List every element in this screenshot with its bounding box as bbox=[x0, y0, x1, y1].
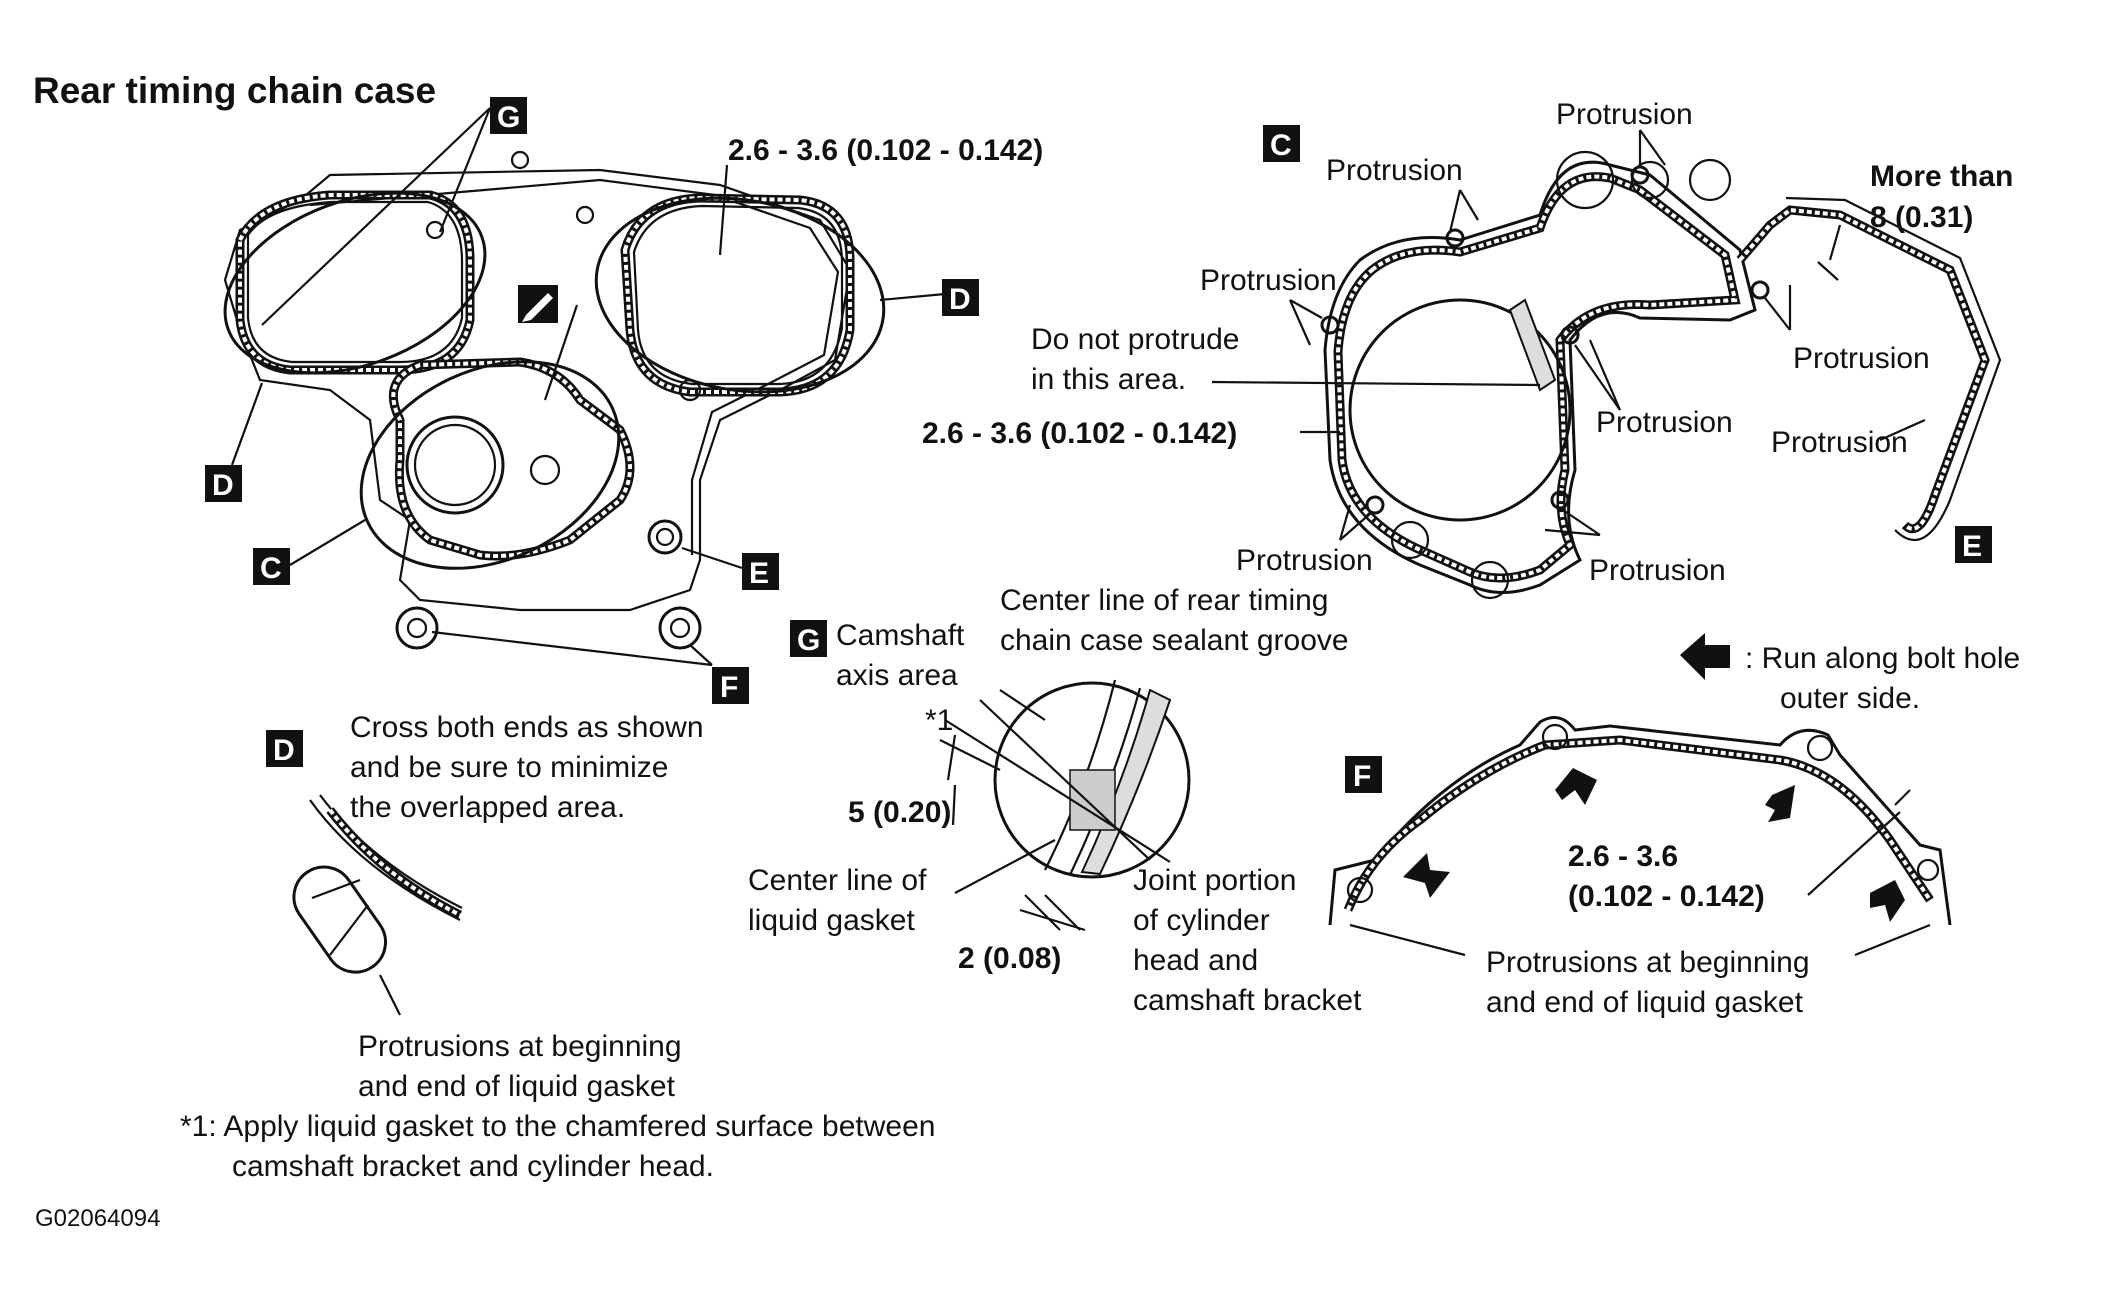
svg-text:F: F bbox=[1353, 760, 1371, 793]
marker-f-left: F bbox=[712, 667, 749, 704]
diagram-title: Rear timing chain case bbox=[33, 70, 436, 111]
g-joint-line-2: of cylinder bbox=[1133, 904, 1270, 937]
d-protrusions-line-1: Protrusions at beginning bbox=[358, 1030, 682, 1063]
c-protrusion-top: Protrusion bbox=[1556, 98, 1693, 131]
dim-f-line-1: 2.6 - 3.6 bbox=[1568, 840, 1678, 873]
footnote-line-2: camshaft bracket and cylinder head. bbox=[232, 1150, 714, 1183]
dim-width-c: 2.6 - 3.6 (0.102 - 0.142) bbox=[922, 417, 1237, 450]
d-note-line-2: and be sure to minimize bbox=[350, 751, 669, 784]
svg-text:E: E bbox=[749, 557, 769, 590]
g-center-line-2: chain case sealant groove bbox=[1000, 624, 1349, 657]
d-note-line-1: Cross both ends as shown bbox=[350, 711, 704, 744]
dim-more-than-line-1: More than bbox=[1870, 160, 2013, 193]
g-liquid-line-2: liquid gasket bbox=[748, 904, 915, 937]
g-star: *1 bbox=[925, 704, 953, 737]
f-protrusions-line-2: and end of liquid gasket bbox=[1486, 986, 1804, 1019]
c-protrusion-bottom-left: Protrusion bbox=[1236, 544, 1373, 577]
marker-e-right: E bbox=[1955, 526, 1992, 563]
footnote-line-1: *1: Apply liquid gasket to the chamfered… bbox=[180, 1110, 935, 1143]
arrow-legend-line-2: outer side. bbox=[1780, 682, 1920, 715]
svg-text:D: D bbox=[949, 283, 971, 316]
svg-text:D: D bbox=[212, 469, 234, 502]
g-joint-line-3: head and bbox=[1133, 944, 1258, 977]
bold-arrow-icon bbox=[1680, 633, 1730, 680]
svg-text:G: G bbox=[497, 101, 520, 134]
f-detail-drawing bbox=[1328, 716, 1952, 957]
d-protrusions-line-2: and end of liquid gasket bbox=[358, 1070, 676, 1103]
g-detail-drawing bbox=[939, 679, 1191, 932]
marker-d-left: D bbox=[205, 465, 242, 502]
g-joint-line-1: Joint portion bbox=[1133, 864, 1296, 897]
do-not-protrude-line-1: Do not protrude bbox=[1031, 323, 1239, 356]
g-axis-line-1: Camshaft bbox=[836, 619, 965, 652]
svg-text:C: C bbox=[260, 552, 282, 585]
rear-case-drawing bbox=[223, 107, 946, 667]
c-protrusion-left: Protrusion bbox=[1200, 264, 1337, 297]
marker-c-right: C bbox=[1263, 125, 1300, 162]
dim-f-line-2: (0.102 - 0.142) bbox=[1568, 880, 1765, 913]
arrow-legend-line-1: : Run along bolt hole bbox=[1745, 642, 2020, 675]
dim-g-2: 2 (0.08) bbox=[958, 942, 1061, 975]
c-protrusion-upper-left: Protrusion bbox=[1326, 154, 1463, 187]
c-detail-drawing bbox=[1211, 129, 2002, 600]
dim-g-5: 5 (0.20) bbox=[848, 796, 951, 829]
svg-text:F: F bbox=[720, 671, 738, 704]
figure-id: G02064094 bbox=[35, 1205, 160, 1232]
d-note-line-3: the overlapped area. bbox=[350, 791, 625, 824]
marker-d-right: D bbox=[942, 279, 979, 316]
c-protrusion-far-right: Protrusion bbox=[1771, 426, 1908, 459]
g-center-line-1: Center line of rear timing bbox=[1000, 584, 1328, 617]
f-protrusions-line-1: Protrusions at beginning bbox=[1486, 946, 1810, 979]
marker-f-right: F bbox=[1345, 756, 1382, 793]
marker-d-detail: D bbox=[266, 730, 303, 767]
do-not-protrude-line-2: in this area. bbox=[1031, 363, 1186, 396]
c-protrusion-center: Protrusion bbox=[1596, 406, 1733, 439]
dim-more-than-line-2: 8 (0.31) bbox=[1870, 201, 1973, 234]
svg-text:C: C bbox=[1270, 129, 1292, 162]
dim-width-top: 2.6 - 3.6 (0.102 - 0.142) bbox=[728, 134, 1043, 167]
g-liquid-line-1: Center line of bbox=[748, 864, 927, 897]
g-axis-line-2: axis area bbox=[836, 659, 958, 692]
svg-text:G: G bbox=[797, 624, 820, 657]
svg-text:E: E bbox=[1962, 530, 1982, 563]
g-joint-line-4: camshaft bracket bbox=[1133, 984, 1362, 1017]
sealant-pencil-icon bbox=[518, 285, 558, 323]
marker-c-left: C bbox=[253, 548, 290, 585]
marker-g-detail: G bbox=[790, 620, 827, 657]
marker-g-top: G bbox=[490, 97, 527, 134]
c-protrusion-right: Protrusion bbox=[1793, 342, 1930, 375]
d-detail-drawing bbox=[292, 794, 463, 1016]
c-protrusion-bottom-right: Protrusion bbox=[1589, 554, 1726, 587]
marker-e-left: E bbox=[742, 553, 779, 590]
svg-text:D: D bbox=[273, 734, 295, 767]
